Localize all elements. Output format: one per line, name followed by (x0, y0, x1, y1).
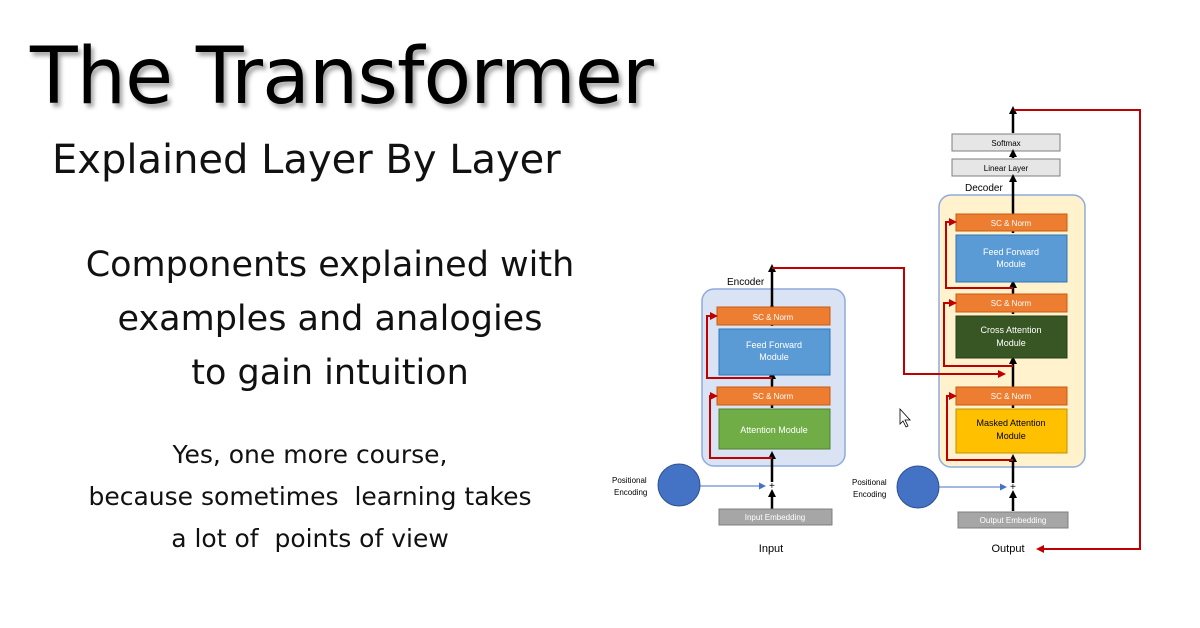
blurb-line: to gain intuition (191, 353, 469, 393)
decoder-masked-attention-label: Masked Attention (976, 418, 1045, 428)
decoder-sc-norm-top-label: SC & Norm (991, 219, 1032, 228)
decoder-sc-norm-mid-label: SC & Norm (991, 299, 1032, 308)
encoder-label: Encoder (727, 277, 765, 288)
encoder-positional-circle (657, 463, 701, 507)
note-line: a lot of points of view (171, 524, 449, 553)
decoder-masked-attention-label: Module (996, 431, 1026, 441)
encoder-attention-label: Attention Module (740, 425, 808, 435)
components-blurb: Components explained with examples and a… (30, 238, 630, 400)
decoder-output-embedding (957, 511, 1069, 529)
encoder-feed-forward-label: Feed Forward (746, 340, 802, 350)
encoder-attention (718, 408, 831, 450)
decoder-positional-label: Positional (852, 478, 887, 487)
blurb-line: examples and analogies (117, 299, 543, 339)
note-line: Yes, one more course, (172, 440, 448, 469)
encoder-feed-forward-label: Module (759, 352, 789, 362)
page-title: The Transformer (30, 32, 654, 122)
decoder-positional-circle (896, 465, 940, 509)
decoder-cross-attention (955, 315, 1068, 359)
decoder-feed-forward-label: Feed Forward (983, 247, 1039, 257)
mouse-cursor-icon (899, 407, 911, 428)
decoder-linear-layer-label: Linear Layer (984, 164, 1029, 173)
encoder-input-embedding (718, 508, 833, 526)
course-note: Yes, one more course, because sometimes … (30, 434, 590, 560)
encoder-plus-sign: + (769, 481, 775, 492)
decoder-feed-forward-label: Module (996, 259, 1026, 269)
output-feedback-arrow (1014, 109, 1141, 553)
encoder-input-embedding-label: Input Embedding (745, 513, 806, 522)
decoder-positional-label: Encoding (853, 490, 886, 499)
decoder-feed-forward (955, 234, 1068, 283)
output-label: Output (991, 543, 1024, 555)
decoder-residual-arrows (943, 218, 1013, 461)
decoder-masked-attention (955, 408, 1068, 454)
decoder-cross-attention-label: Cross Attention (980, 325, 1041, 335)
encoder-positional-label: Encoding (614, 488, 647, 497)
decoder-softmax (951, 133, 1061, 152)
encoder-sc-norm-top-label: SC & Norm (753, 313, 794, 322)
page-subtitle: Explained Layer By Layer (52, 137, 561, 183)
decoder-linear-layer (951, 158, 1061, 177)
note-line: because sometimes learning takes (88, 482, 532, 511)
encoder-positional-label: Positional (612, 476, 647, 485)
input-label: Input (759, 543, 783, 555)
decoder-output-embedding-label: Output Embedding (980, 516, 1047, 525)
decoder-cross-attention-label: Module (996, 338, 1026, 348)
encoder-feed-forward (718, 328, 831, 376)
encoder-to-decoder-arrow (772, 267, 1006, 378)
decoder-plus-sign: + (1010, 482, 1016, 493)
encoder-residual-arrows (706, 312, 772, 459)
decoder-sc-norm-bottom-label: SC & Norm (991, 392, 1032, 401)
blurb-line: Components explained with (85, 245, 575, 285)
decoder-label: Decoder (965, 183, 1003, 194)
encoder-sc-norm-bottom-label: SC & Norm (753, 392, 794, 401)
decoder-softmax-label: Softmax (991, 139, 1020, 148)
